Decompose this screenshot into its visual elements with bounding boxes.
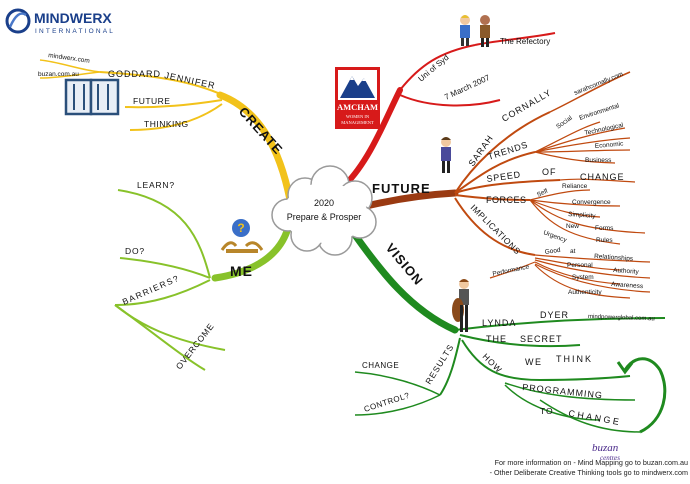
books-icon <box>64 78 120 116</box>
future-system: System <box>572 274 594 281</box>
create-label: CREATE <box>236 104 286 157</box>
future-self: Self <box>536 188 549 199</box>
vision-branch: VISION LYNDA DYER mindpowerglobal.com.au… <box>351 231 667 434</box>
vision-secret: SECRET <box>520 334 563 344</box>
future-economic: Economic <box>595 140 625 150</box>
future-business: Business <box>585 157 612 164</box>
svg-text:?: ? <box>237 221 244 235</box>
future-speed: SPEED <box>486 169 522 184</box>
vision-lynda: LYNDA <box>482 318 516 328</box>
future-forms: Forms <box>595 225 614 232</box>
future-at: at <box>570 248 576 255</box>
future-personal: Personal <box>567 262 593 269</box>
woman-guitar-icon <box>452 279 469 332</box>
logo-sub: INTERNATIONAL <box>35 28 115 35</box>
amcham-logo: AMCHAM WOMEN IN MANAGEMENT <box>335 67 380 129</box>
create-goddard: GODDARD <box>108 69 161 79</box>
future-of: OF <box>542 167 557 177</box>
footer: For more information on - Mind Mapping g… <box>398 458 688 478</box>
me-branch: ME LEARN? DO? BARRIERS? OVERCOME ? <box>114 180 292 371</box>
create-site-buzan: buzan.com.au <box>38 71 79 78</box>
future-cornally: CORNALLY <box>500 87 553 124</box>
people-icon <box>460 15 490 47</box>
vision-dyer: DYER <box>540 310 569 320</box>
future-social: Social <box>555 114 574 130</box>
question-mark-icon: ? <box>220 219 264 253</box>
amcham-refectory: The Refectory <box>500 37 550 46</box>
future-trends: TRENDS <box>487 139 530 161</box>
vision-change: CHANGE <box>362 361 399 370</box>
amcham-date: 7 March 2007 <box>443 73 492 102</box>
buzan-name: buzan <box>592 442 619 454</box>
center-year: 2020 <box>314 198 334 208</box>
future-reliance: Reliance <box>562 183 588 190</box>
vision-to: TO <box>540 406 554 416</box>
future-urgency: Urgency <box>542 229 568 244</box>
future-environmental: Environmental <box>578 102 620 122</box>
buzan-logo: buzan centres <box>592 442 620 462</box>
future-rules: Rules <box>596 237 613 244</box>
future-new: New <box>566 223 579 230</box>
mindwerx-logo: MINDWERX INTERNATIONAL <box>4 4 124 38</box>
vision-the: THE <box>486 334 507 344</box>
future-change: CHANGE <box>580 172 625 182</box>
logo-name: MINDWERX <box>34 10 112 26</box>
create-thinking: THINKING <box>144 119 189 129</box>
center-cloud: 2020 Prepare & Prosper <box>271 165 377 256</box>
create-jennifer: JENNIFER <box>164 70 217 91</box>
buzan-sub: centres <box>600 454 620 462</box>
future-awareness: Awareness <box>611 281 644 290</box>
vision-site: mindpowerglobal.com.au <box>588 314 655 322</box>
footer-line-buzan: For more information on - Mind Mapping g… <box>494 458 688 467</box>
future-authenticity: Authenticity <box>568 289 602 296</box>
future-good: Good <box>544 247 561 256</box>
vision-think: THINK <box>556 354 593 364</box>
me-do: DO? <box>125 246 145 256</box>
create-future: FUTURE <box>133 96 170 106</box>
vision-programming: PROGRAMMING <box>522 382 604 400</box>
future-site: sarahcornally.com <box>573 71 624 97</box>
center-title: Prepare & Prosper <box>287 212 362 222</box>
vision-change2: CHANGE <box>568 408 622 427</box>
me-label: ME <box>230 263 253 279</box>
future-convergence: Convergence <box>572 199 611 206</box>
future-performance: Performance <box>492 263 530 278</box>
vision-we: WE <box>525 357 543 367</box>
create-branch: CREATE GODDARD JENNIFER mindwerx.com buz… <box>38 52 294 204</box>
future-forces: FORCES <box>486 195 527 205</box>
vision-results: RESULTS <box>423 342 456 386</box>
future-relationships: Relationships <box>594 253 634 263</box>
woman-figure-icon <box>441 137 451 173</box>
amcham-name: AMCHAM <box>337 102 378 112</box>
amcham-line2: MANAGEMENT <box>341 120 374 125</box>
future-label: FUTURE <box>372 181 431 196</box>
mindwerx-swoosh-icon <box>5 8 31 34</box>
future-technological: Technological <box>584 122 625 137</box>
footer-line-mindwerx: - Other Deliberate Creative Thinking too… <box>489 468 688 477</box>
future-authority: Authority <box>613 267 640 276</box>
amcham-line1: WOMEN IN <box>346 114 370 119</box>
future-implications: IMPLICATIONS <box>469 202 523 256</box>
vision-control: CONTROL? <box>363 391 411 414</box>
me-learn: LEARN? <box>137 180 175 190</box>
future-simplicity: Simplicity <box>568 211 597 220</box>
